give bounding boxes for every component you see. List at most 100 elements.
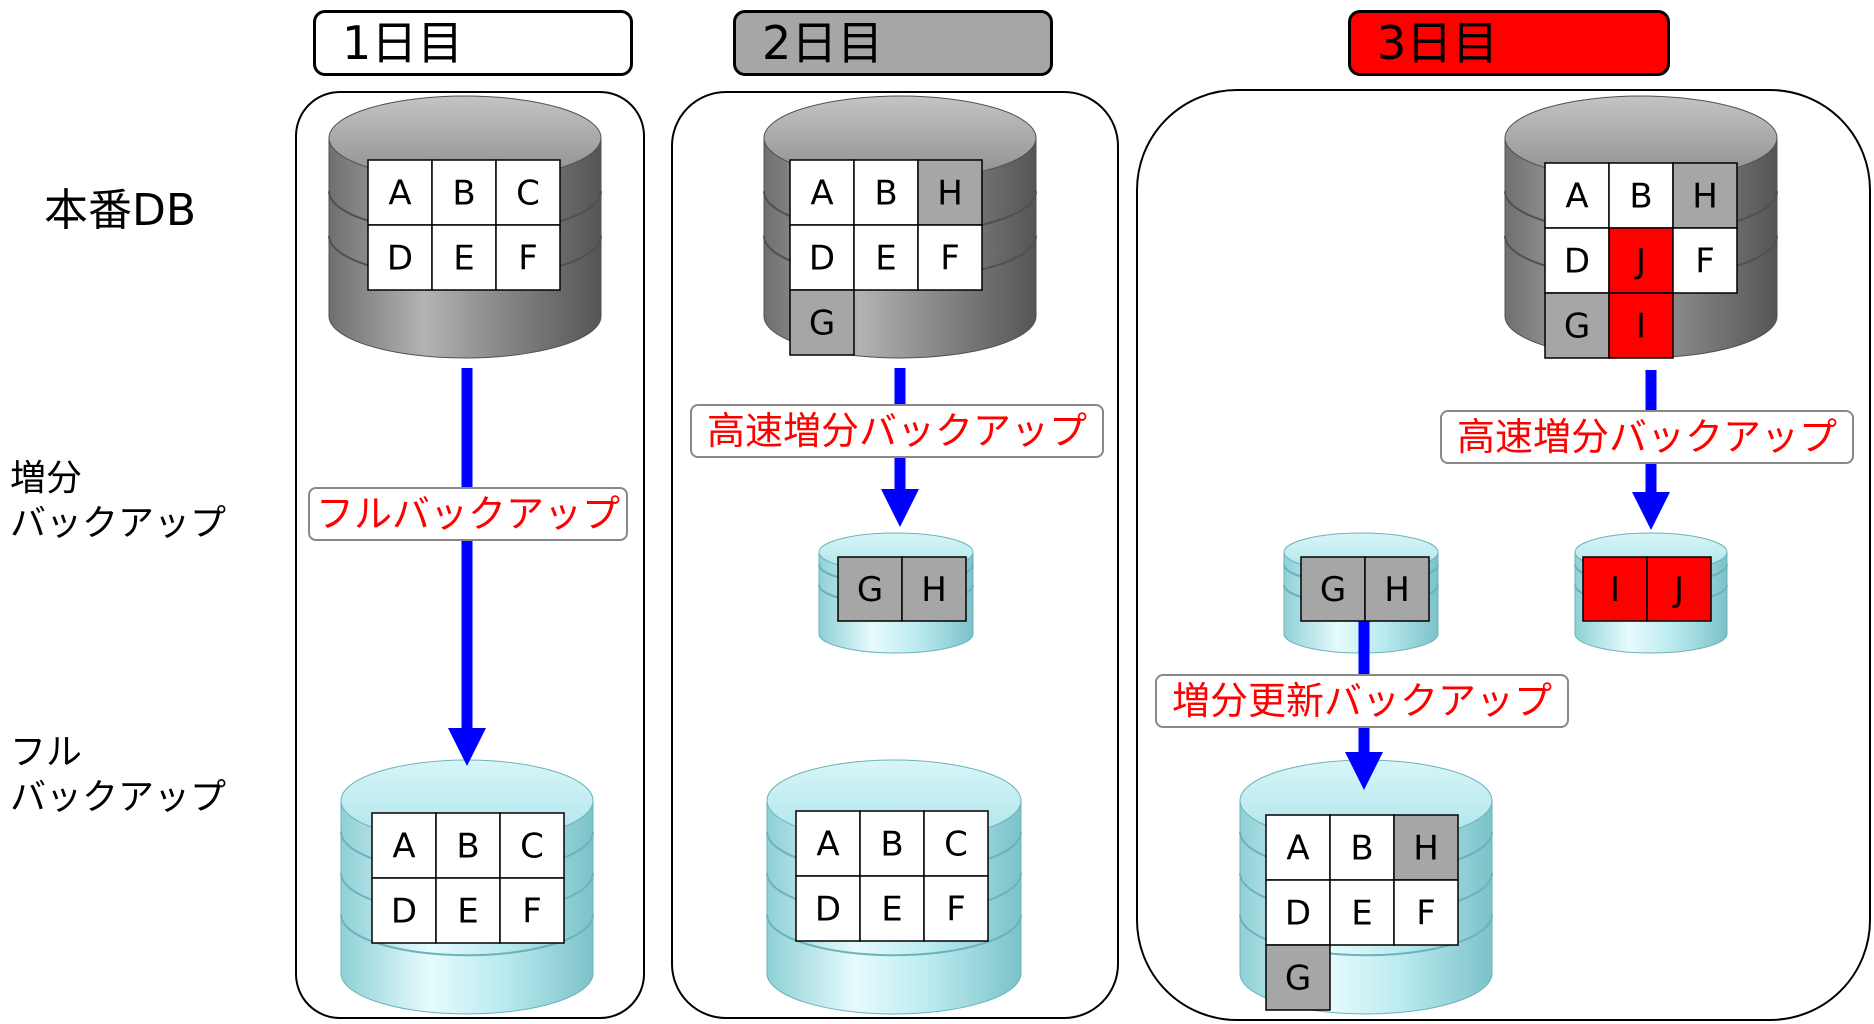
day3-prod-cell-G — [1544, 292, 1610, 359]
day2-full-label-A: A — [816, 825, 839, 865]
day2-full-label-F: F — [946, 890, 966, 930]
day3-incremental-update-label: 増分更新バックアップ — [1155, 674, 1569, 728]
day3-prod-cell-F — [1672, 227, 1738, 294]
day1-full-db-ring — [340, 914, 594, 957]
day3-prod-label-J: J — [1634, 242, 1646, 282]
day1-full-label-E: E — [457, 892, 478, 932]
day1-full-cell-E — [435, 877, 501, 944]
day2-full-cell-C — [923, 810, 989, 877]
day3-full-cell-F — [1393, 879, 1459, 946]
day2-prod-cell-H — [917, 159, 983, 226]
day2-prod-label-A: A — [810, 174, 833, 214]
day2-prod-label-E: E — [875, 239, 896, 279]
day2-incr-label-H: H — [921, 570, 947, 610]
day1-prod-cell-D — [367, 224, 433, 291]
row-label-incremental-line2: バックアップ — [10, 503, 227, 544]
day1-header: 1日目 — [313, 10, 633, 76]
day2-prod-label-D: D — [809, 239, 835, 279]
day3-full-label-G: G — [1285, 959, 1311, 999]
day3-incr-cell-I — [1582, 556, 1648, 622]
day3-full-label-A: A — [1286, 829, 1309, 869]
day1-prod-label-A: A — [388, 174, 411, 214]
day3-full-label-F: F — [1416, 894, 1436, 934]
day2-arrow-head — [881, 489, 919, 527]
day2-incr-label-G: G — [857, 570, 883, 610]
day1-full-cell-B — [435, 812, 501, 879]
day1-full-backup-label: フルバックアップ — [308, 487, 628, 541]
day1-full-cell-C — [499, 812, 565, 879]
row-label-incremental: 増分 バックアップ — [10, 456, 226, 546]
day3-source-label-G: G — [1320, 570, 1346, 610]
day3-header: 3日目 — [1348, 10, 1670, 76]
day1-prod-label-F: F — [518, 239, 538, 279]
day3-full-cell-G — [1265, 944, 1331, 1011]
day2-full-cell-F — [923, 875, 989, 942]
day1-arrow-head — [448, 728, 486, 766]
day2-prod-label-G: G — [809, 304, 835, 344]
day1-full-label-A: A — [392, 827, 415, 867]
day2-prod-cell-E — [853, 224, 919, 291]
day1-prod-cell-F — [495, 224, 561, 291]
day3-prod-cell-H — [1672, 162, 1738, 229]
day3-prod-label-F: F — [1695, 242, 1715, 282]
row-label-production: 本番DB — [44, 185, 197, 236]
day1-prod-label-C: C — [516, 174, 540, 214]
day3-full-cell-A — [1265, 814, 1331, 881]
day1-full-label-D: D — [391, 892, 417, 932]
day3-prod-label-I: I — [1636, 307, 1646, 347]
day3-prod-cell-J — [1608, 227, 1674, 294]
day2-full-cell-A — [795, 810, 861, 877]
day2-header: 2日目 — [733, 10, 1053, 76]
day3-incr-label-J: J — [1672, 570, 1684, 610]
day3-full-label-B: B — [1350, 829, 1373, 869]
day3-full-cell-D — [1265, 879, 1331, 946]
day2-full-cell-D — [795, 875, 861, 942]
day3-prod-label-D: D — [1564, 242, 1590, 282]
day1-full-label-B: B — [456, 827, 479, 867]
day1-arrow — [448, 368, 486, 766]
day2-prod-cell-A — [789, 159, 855, 226]
day2-prod-cell-G — [789, 289, 855, 356]
day1-prod-label-D: D — [387, 239, 413, 279]
day2-full-db-ring — [766, 914, 1022, 957]
day3-prod-label-A: A — [1565, 177, 1588, 217]
day2-prod-cell-F — [917, 224, 983, 291]
day1-prod-label-B: B — [452, 174, 475, 214]
day2-prod-label-H: H — [937, 174, 963, 214]
day3-full-db-ring — [1239, 914, 1493, 957]
day1-prod-cell-A — [367, 159, 433, 226]
day1-prod-cell-E — [431, 224, 497, 291]
row-label-incremental-line1: 増分 — [10, 458, 83, 499]
day3-merge-arrow-head — [1345, 752, 1383, 790]
day3-incr-label-I: I — [1610, 570, 1620, 610]
row-label-full-line1: フル — [10, 732, 83, 773]
day2-full-cell-B — [859, 810, 925, 877]
day1-full-label-F: F — [522, 892, 542, 932]
day2-incr-cell-G — [837, 556, 903, 622]
day1-full-cell-D — [371, 877, 437, 944]
day3-prod-cell-I — [1608, 292, 1674, 359]
day1-prod-label-E: E — [453, 239, 474, 279]
day3-full-cell-B — [1329, 814, 1395, 881]
day3-prod-label-G: G — [1564, 307, 1590, 347]
day3-prod-cell-D — [1544, 227, 1610, 294]
day3-source-cell-G — [1300, 556, 1366, 622]
day3-source-label-H: H — [1384, 570, 1410, 610]
day1-full-cell-F — [499, 877, 565, 944]
day3-prod-cell-B — [1608, 162, 1674, 229]
day2-full-label-C: C — [944, 825, 968, 865]
day3-full-label-H: H — [1413, 829, 1439, 869]
row-label-full-line2: バックアップ — [10, 777, 227, 818]
day1-prod-cell-B — [431, 159, 497, 226]
day2-prod-label-B: B — [874, 174, 897, 214]
day2-full-label-E: E — [881, 890, 902, 930]
day2-full-label-D: D — [815, 890, 841, 930]
day3-fast-incremental-label: 高速増分バックアップ — [1440, 410, 1854, 464]
day3-prod-label-B: B — [1629, 177, 1652, 217]
day3-full-label-E: E — [1351, 894, 1372, 934]
day3-full-label-D: D — [1285, 894, 1311, 934]
day2-fast-incremental-label: 高速増分バックアップ — [690, 404, 1104, 458]
day2-prod-label-F: F — [940, 239, 960, 279]
day3-prod-label-H: H — [1692, 177, 1718, 217]
